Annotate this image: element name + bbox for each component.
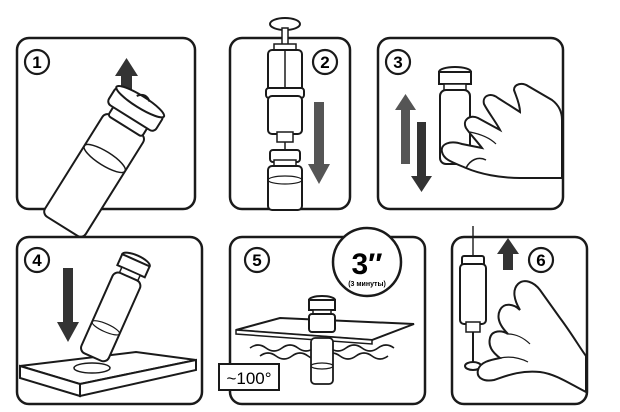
step-number-1: 1 [32, 53, 41, 72]
step-number-6: 6 [536, 251, 545, 270]
step-badge-2 [311, 48, 339, 76]
hand-illustration [440, 82, 563, 179]
inverted-vial-syringe [459, 255, 487, 371]
timer-badge: 3″ (3 минуты) [331, 226, 403, 298]
timer-value: 3″ [351, 248, 382, 281]
syringe-container [265, 49, 305, 152]
temperature-label: ~100° [218, 363, 280, 391]
step-number-2: 2 [320, 53, 329, 72]
hand-illustration [476, 280, 587, 394]
panel-6: 6 [450, 226, 589, 406]
vial-in-bath [308, 295, 336, 385]
up-arrow-icon [497, 238, 519, 270]
step-badge-5 [243, 246, 271, 274]
vial-lower [267, 149, 303, 211]
vial-tapping [80, 251, 151, 363]
up-arrow-icon [115, 58, 138, 96]
step-number-4: 4 [32, 251, 42, 270]
step-number-3: 3 [393, 53, 402, 72]
panel-5: 5 3″ (3 минуты) ~100° [218, 226, 427, 406]
plunger [269, 17, 301, 52]
step-badge-3 [384, 48, 412, 76]
vial-with-cap [43, 84, 166, 238]
temperature-value: ~100° [226, 369, 271, 388]
panel-2: 2 [228, 17, 352, 211]
step-badge-1 [23, 48, 51, 76]
panel-1: 1 [15, 36, 197, 238]
panel-4: 4 [15, 235, 204, 406]
step-badge-6 [527, 246, 555, 274]
table-surface [19, 350, 197, 398]
step-badge-4 [23, 246, 51, 274]
down-arrow-icon [57, 268, 79, 342]
step-number-5: 5 [252, 251, 261, 270]
shake-arrows-icon [395, 94, 432, 192]
timer-caption: (3 минуты) [348, 281, 386, 288]
down-arrow-icon [308, 102, 330, 184]
panel-3: 3 [376, 36, 565, 211]
